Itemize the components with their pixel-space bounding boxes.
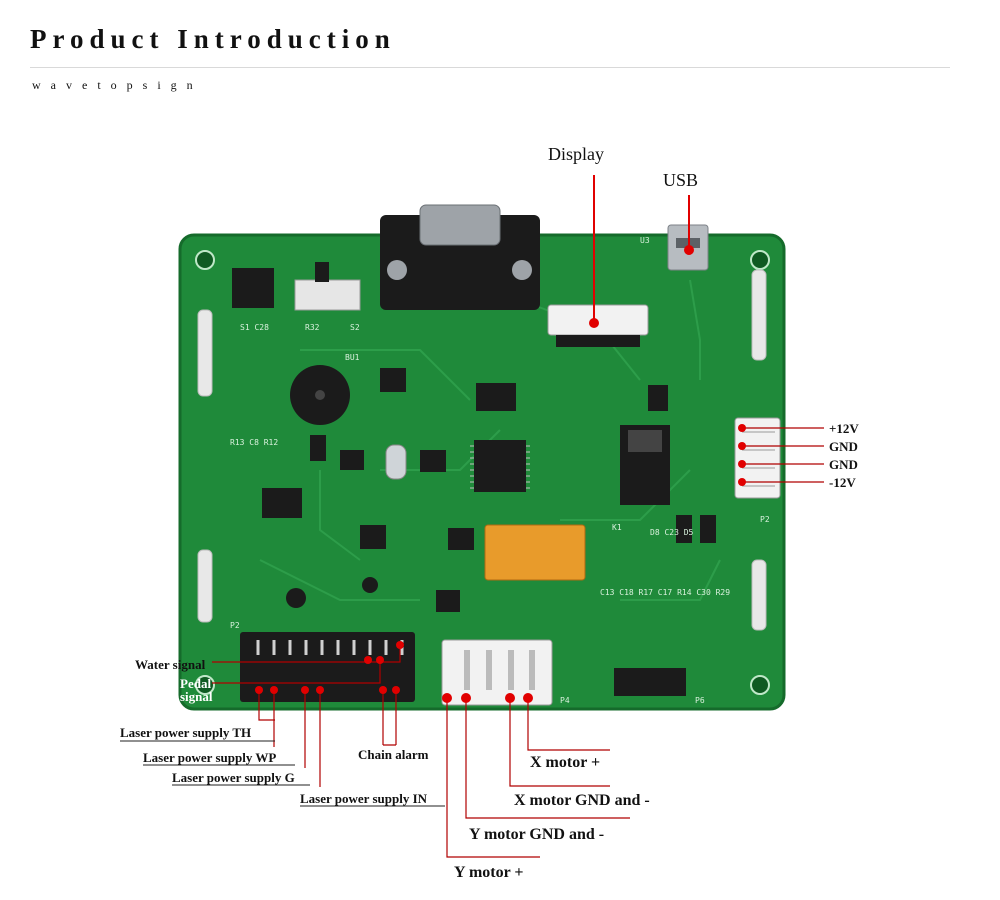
label-x-motor-gnd: X motor GND and -	[514, 792, 650, 809]
svg-text:D8 C23 D5: D8 C23 D5	[650, 528, 694, 537]
pointer-lines	[120, 175, 824, 858]
page-title: Product Introduction	[30, 24, 396, 54]
label-laser-th: Laser power supply TH	[120, 725, 251, 740]
ic-components	[262, 368, 716, 612]
slide-switch	[294, 279, 361, 311]
label-power-plus12v: +12V	[829, 421, 859, 436]
label-y-motor-plus: Y motor +	[454, 864, 524, 881]
svg-text:R13 C8 R12: R13 C8 R12	[230, 438, 278, 447]
label-power-gnd-1: GND	[829, 439, 858, 454]
relay	[484, 524, 586, 581]
crystal	[385, 444, 407, 480]
header-p6	[614, 668, 686, 696]
svg-text:P2: P2	[230, 621, 240, 630]
diagram-labels: Display USB +12V GND GND -12V Water sign…	[120, 144, 859, 881]
label-x-motor-plus: X motor +	[530, 754, 600, 771]
label-pedal-signal-1: Pedal	[180, 676, 211, 691]
svg-text:P4: P4	[560, 696, 570, 705]
label-chain-alarm: Chain alarm	[358, 747, 429, 762]
svg-text:R32: R32	[305, 323, 320, 332]
title-divider	[30, 67, 950, 68]
svg-text:K1: K1	[612, 523, 622, 532]
label-laser-wp: Laser power supply WP	[143, 750, 276, 765]
svg-text:P2: P2	[760, 515, 770, 524]
mcu-chip	[470, 440, 530, 492]
svg-text:BU1: BU1	[345, 353, 360, 362]
db9-connector	[380, 204, 540, 310]
label-laser-in: Laser power supply IN	[300, 791, 428, 806]
svg-text:U3: U3	[640, 236, 650, 245]
page-subtitle: wavetopsign	[32, 78, 203, 92]
label-pedal-signal-2: signal	[180, 689, 213, 704]
label-y-motor-gnd: Y motor GND and -	[469, 826, 604, 843]
label-usb: USB	[663, 170, 698, 190]
label-display: Display	[548, 144, 604, 164]
power-connector	[734, 417, 781, 499]
signal-connector	[240, 632, 415, 702]
label-laser-g: Laser power supply G	[172, 770, 295, 785]
tact-switch	[232, 268, 274, 308]
silkscreen: S1 C28 R32 S2 BU1 R13 C8 R12 C13 C18 R17…	[230, 236, 770, 705]
svg-text:S1 C28: S1 C28	[240, 323, 269, 332]
motor-connector	[441, 639, 553, 706]
label-power-minus12v: -12V	[829, 475, 856, 490]
svg-text:P6: P6	[695, 696, 705, 705]
label-power-gnd-2: GND	[829, 457, 858, 472]
label-water-signal: Water signal	[135, 657, 206, 672]
svg-text:S2: S2	[350, 323, 360, 332]
voltage-regulator	[620, 425, 670, 505]
svg-text:C13 C18 R17 C17 R14 C30 R29: C13 C18 R17 C17 R14 C30 R29	[600, 588, 730, 597]
